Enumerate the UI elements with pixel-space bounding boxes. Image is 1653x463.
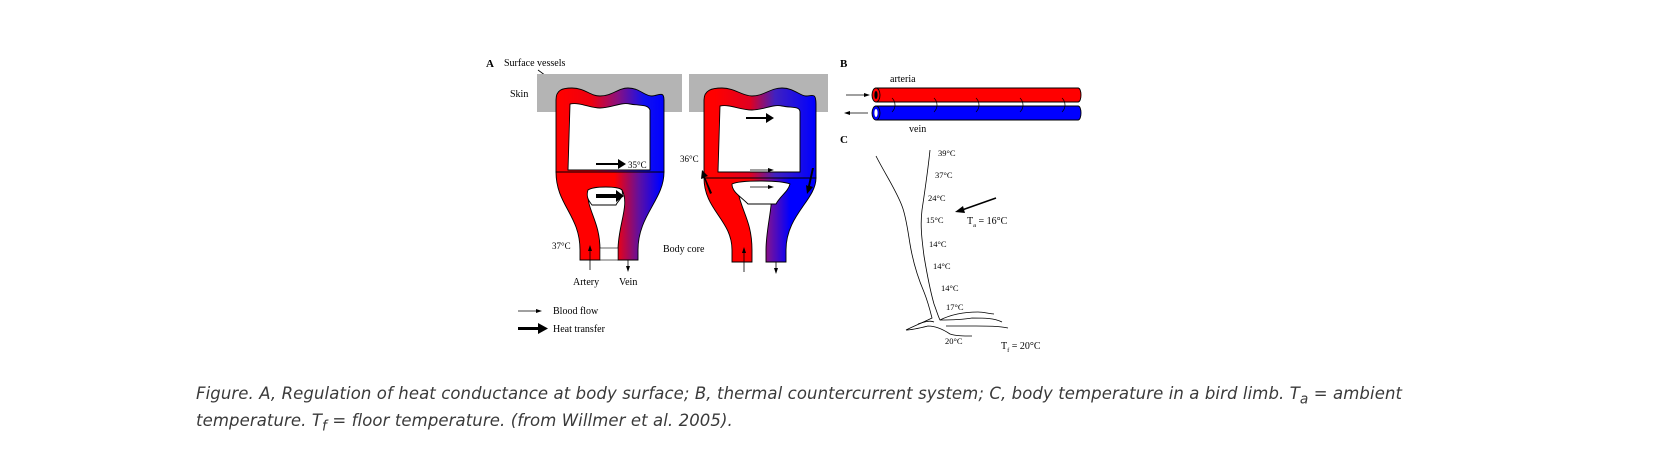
vein-tube (875, 105, 1082, 121)
panel-a: A Surface vessels Skin 35°C 37°C Artery … (486, 58, 828, 335)
arteria-inflow-arrowhead (864, 93, 870, 97)
heat-arrow-up-left (701, 170, 712, 194)
vessel-loop-dilated (555, 87, 665, 261)
blood-flow-arrowhead-lower (768, 185, 774, 189)
legend: Blood flow Heat transfer (518, 306, 606, 335)
ambient-temp-label: Ta = 16°C (967, 216, 1008, 229)
limb-temp: 14°C (929, 239, 947, 249)
blood-flow-legend-label: Blood flow (553, 306, 599, 317)
heat-transfer-legend-icon (518, 323, 548, 334)
heat-arrow-lower (596, 190, 624, 202)
temp-36-label: 36°C (680, 154, 699, 164)
artery-label: Artery (573, 277, 599, 288)
limb-temp: 39°C (938, 148, 956, 158)
temp-35-label: 35°C (628, 160, 647, 170)
ambient-arrow (961, 197, 997, 211)
skin-label: Skin (510, 89, 528, 100)
caption-subscript-f: f (322, 418, 327, 435)
caption-text: = ambient temperature. T (196, 384, 1403, 431)
limb-temp: 15°C (926, 215, 944, 225)
blood-flow-arrowhead-upper (768, 168, 774, 172)
limb-temperatures: 39°C 37°C 24°C 15°C 14°C 14°C 14°C 17°C … (926, 148, 964, 346)
artery-vein-gap (599, 247, 619, 261)
vein-lumen (874, 109, 878, 117)
vein-outflow-arrowhead (844, 111, 850, 115)
blood-flow-legend-arrowhead (536, 309, 542, 313)
arteria-label: arteria (890, 74, 916, 85)
vein-flow-arrowhead (626, 266, 630, 272)
body-core-label: Body core (663, 244, 705, 255)
limb-temp: 14°C (933, 261, 951, 271)
artery-flow-arrowhead-right (742, 247, 746, 253)
limb-temp: 14°C (941, 283, 959, 293)
floor-temp-label: Tf = 20°C (1001, 341, 1041, 354)
heat-transfer-legend-label: Heat transfer (553, 324, 606, 335)
temp-37-label: 37°C (552, 241, 571, 251)
figure-caption: Figure. A, Regulation of heat conductanc… (196, 383, 1466, 438)
vein-b-label: vein (909, 124, 926, 135)
panel-b: B arteria vein (840, 58, 1082, 135)
heat-arrow-down-right (806, 168, 814, 194)
caption-text: = floor temperature. (from Willmer et al… (327, 411, 733, 431)
ambient-arrowhead (955, 206, 965, 213)
arteria-lumen (874, 91, 878, 99)
caption-text: Figure. A, Regulation of heat conductanc… (196, 384, 1300, 403)
heat-arrow-upper (596, 159, 626, 169)
vessel-loop-constricted (703, 87, 817, 263)
heat-exchange-marks (891, 97, 1066, 113)
bird-leg-outline (875, 149, 1009, 337)
panel-a-letter: A (486, 58, 494, 70)
vein-label: Vein (619, 277, 637, 288)
arteria-tube (875, 87, 1082, 103)
limb-temp: 17°C (946, 302, 964, 312)
panel-c: C 39°C 37°C 24°C 15°C 14°C 14°C 14°C 17°… (840, 134, 1041, 354)
limb-temp: 24°C (928, 193, 946, 203)
figure-illustration: A Surface vessels Skin 35°C 37°C Artery … (486, 58, 1082, 354)
limb-temp: 37°C (935, 170, 953, 180)
artery-flow-arrowhead (588, 245, 592, 251)
caption-subscript-a: a (1299, 391, 1309, 408)
panel-c-letter: C (840, 134, 848, 146)
panel-b-letter: B (840, 58, 848, 70)
heat-arrow-skin-right (746, 113, 774, 123)
surface-vessels-label: Surface vessels (504, 58, 565, 69)
vein-flow-arrowhead-right (774, 268, 778, 274)
limb-temp: 20°C (945, 336, 963, 346)
